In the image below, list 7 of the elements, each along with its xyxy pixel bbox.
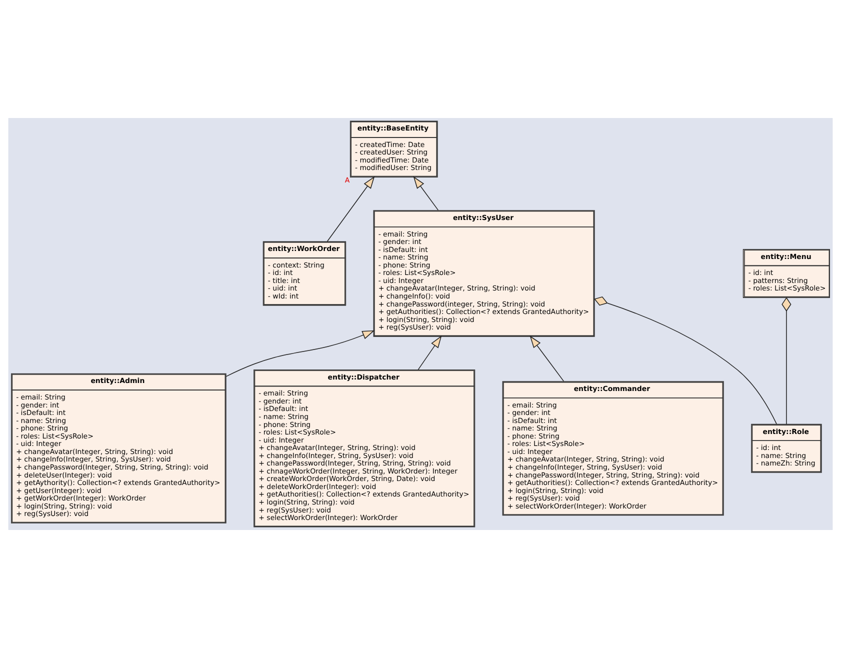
arrow (226, 330, 375, 377)
connector (782, 297, 792, 425)
arrow (418, 336, 442, 370)
connector (594, 296, 777, 424)
arrow (326, 176, 375, 242)
arrow (530, 336, 564, 382)
arrow (413, 176, 439, 211)
